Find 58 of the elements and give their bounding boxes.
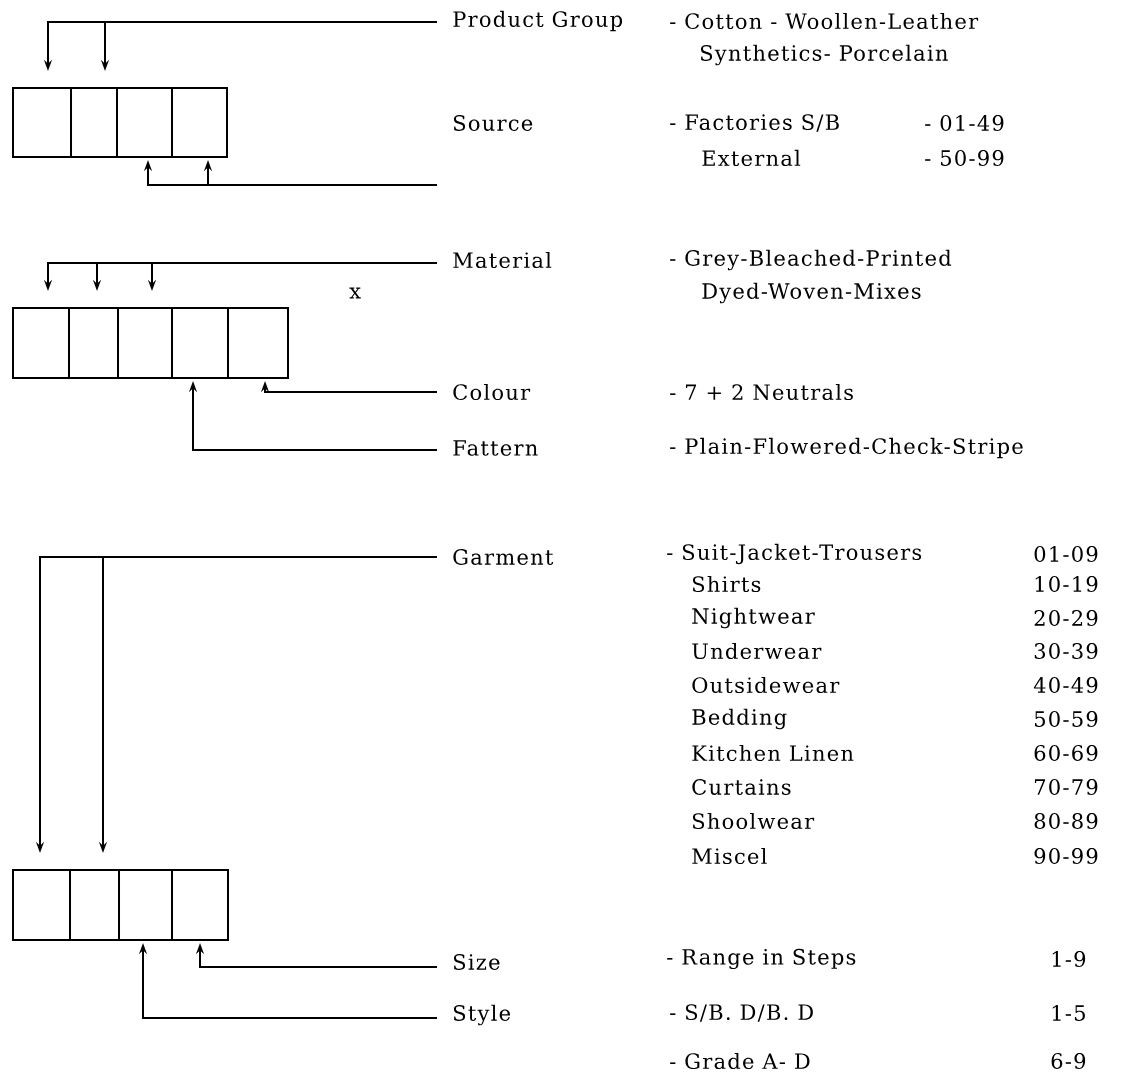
code-description: 01-09 — [1034, 546, 1098, 562]
code-description: Underwear — [692, 642, 822, 660]
field-label: Material — [453, 251, 552, 269]
code-description: - 50-99 — [925, 150, 1004, 166]
code-description: 10-19 — [1035, 576, 1098, 592]
code-digit-box — [12, 869, 71, 941]
code-description: Kitchen Linen — [692, 744, 854, 762]
field-label: Source — [453, 115, 533, 131]
code-digit-box — [12, 87, 72, 158]
code-description: Outsidewear — [692, 676, 840, 694]
field-label: Style — [453, 1004, 510, 1026]
code-digit-box — [171, 869, 229, 941]
code-digit-box — [68, 307, 119, 379]
code-description: Bedding — [692, 708, 787, 730]
code-description: 90-99 — [1034, 848, 1098, 864]
code-description: x — [349, 287, 361, 299]
code-description: 1-9 — [1052, 951, 1086, 967]
code-digit-box — [117, 307, 173, 379]
code-description: - Grey-Bleached-Printed — [670, 249, 952, 271]
code-description: Nightwear — [692, 607, 815, 629]
field-label: Colour — [453, 383, 531, 401]
field-label: Product Group — [453, 10, 623, 32]
field-label: Garment — [453, 549, 554, 565]
code-digit-box — [12, 307, 70, 379]
code-description: 30-39 — [1034, 643, 1098, 659]
code-description: - Suit-Jacket-Trousers — [667, 543, 922, 565]
code-description: 1-5 — [1052, 1005, 1085, 1021]
code-description: Curtains — [692, 779, 791, 795]
code-description: 6-9 — [1051, 1053, 1086, 1069]
code-description: Synthetics- Porcelain — [700, 44, 948, 66]
code-description: 70-79 — [1034, 779, 1098, 795]
code-description: - Range in Steps — [667, 948, 856, 970]
code-digit-box — [171, 307, 229, 379]
code-description: - S/B. D/B. D — [670, 1004, 813, 1022]
code-description: - 7 + 2 Neutrals — [670, 383, 853, 401]
code-description: External — [702, 149, 801, 167]
code-description: Shirts — [692, 575, 761, 593]
code-digit-box — [171, 87, 228, 158]
code-description: - Grade A- D — [670, 1052, 810, 1070]
code-digit-box — [70, 87, 118, 158]
code-description: Dyed-Woven-Mixes — [702, 282, 921, 304]
code-description: 20-29 — [1034, 610, 1098, 626]
code-description: 40-49 — [1033, 677, 1098, 693]
code-digit-box — [69, 869, 120, 941]
code-description: - 01-49 — [925, 115, 1004, 131]
code-description: - Plain-Flowered-Check-Stripe — [670, 437, 1023, 459]
field-label: Size — [453, 954, 500, 970]
code-description: 80-89 — [1034, 813, 1098, 829]
code-digit-box — [116, 87, 173, 158]
code-description: - Cotton - Woollen-Leather — [670, 12, 979, 30]
code-description: - Factories S/B — [670, 114, 839, 132]
field-label: Fattern — [453, 440, 538, 456]
code-description: Miscel — [692, 847, 767, 865]
code-digit-box — [227, 307, 289, 379]
code-description: 60-69 — [1034, 745, 1098, 761]
code-digit-box — [118, 869, 173, 941]
code-description: 50-59 — [1035, 711, 1098, 727]
code-description: Shoolwear — [692, 812, 815, 830]
